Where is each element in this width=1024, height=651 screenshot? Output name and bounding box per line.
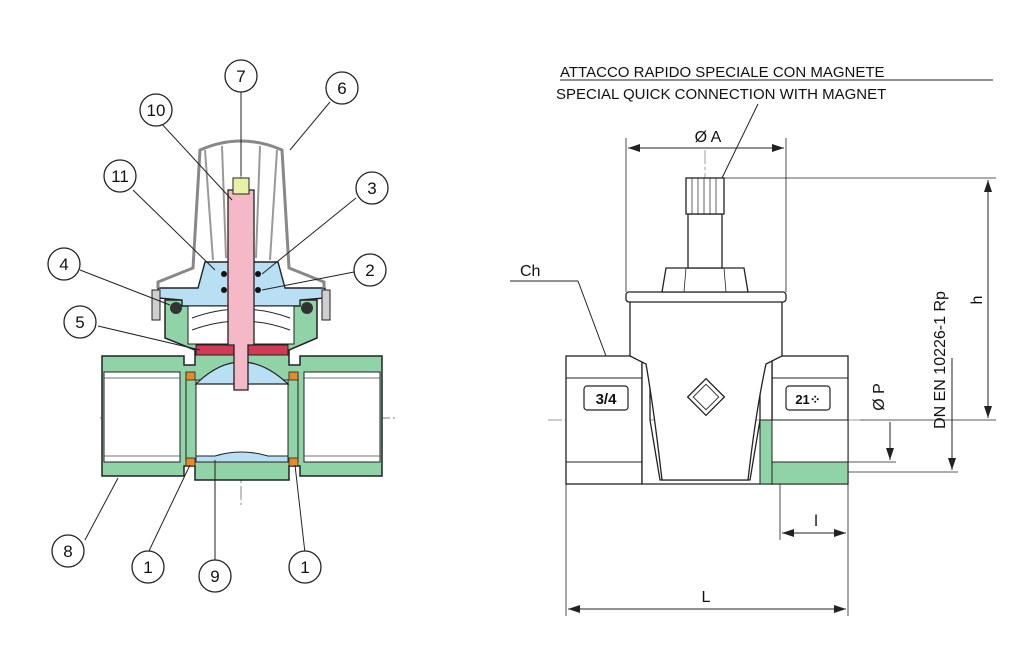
svg-text:1: 1	[143, 558, 152, 577]
svg-text:3: 3	[367, 179, 376, 198]
balloon-4: 4	[47, 247, 81, 281]
svg-text:5: 5	[75, 313, 84, 332]
size-mark	[583, 385, 629, 411]
oring-4-right	[301, 302, 313, 314]
svg-text:4: 4	[59, 255, 68, 274]
svg-text:10: 10	[147, 101, 166, 120]
manufacturer-logo	[686, 377, 726, 417]
svg-text:9: 9	[210, 567, 219, 586]
oring-left-bottom	[185, 457, 196, 467]
section-view: 1 1 2 3 4 5 6 7	[47, 59, 395, 593]
svg-text:1: 1	[300, 558, 309, 577]
body-section-cut	[771, 461, 849, 485]
header-it: ATTACCO RAPIDO SPECIALE CON MAGNETE	[560, 64, 885, 81]
oring-4-left	[170, 302, 182, 314]
svg-text:6: 6	[337, 79, 346, 98]
code-mark	[785, 385, 831, 411]
stem	[227, 189, 255, 391]
svg-text:3/4: 3/4	[596, 391, 618, 408]
balloon-6: 6	[325, 71, 359, 105]
oring-left-top	[185, 371, 196, 381]
header-en: SPECIAL QUICK CONNECTION WITH MAGNET	[556, 86, 886, 103]
oring-right-top	[288, 371, 299, 381]
balloon-10: 10	[139, 93, 173, 127]
bottom-insert	[195, 451, 289, 463]
balloon-3: 3	[355, 171, 389, 205]
balloon-2: 2	[353, 253, 387, 287]
svg-text:21⁘: 21⁘	[795, 392, 820, 407]
dimension-view: ATTACCO RAPIDO SPECIALE CON MAGNETE SPEC…	[510, 64, 996, 616]
dim-diameter-a: Ø A	[695, 129, 722, 146]
balloon-9: 9	[198, 559, 232, 593]
dim-ch: Ch	[520, 263, 540, 280]
dim-diameter-p: Ø P	[871, 383, 888, 411]
balloon-8: 8	[51, 534, 85, 568]
svg-text:8: 8	[63, 542, 72, 561]
oring-right-bottom	[288, 457, 299, 467]
svg-text:2: 2	[365, 261, 374, 280]
balloon-7: 7	[224, 59, 258, 93]
svg-text:11: 11	[111, 167, 129, 186]
magnet	[232, 177, 250, 195]
dim-l-small: l	[814, 513, 818, 530]
balloon-1a: 1	[131, 550, 165, 584]
dim-l-total: L	[702, 589, 711, 606]
dim-h: h	[969, 296, 986, 305]
svg-text:7: 7	[236, 67, 245, 86]
balloon-5: 5	[63, 305, 97, 339]
balloon-1b: 1	[288, 550, 322, 584]
balloon-11: 11	[103, 159, 137, 193]
dim-thread-std: DN EN 10226-1 Rp	[932, 291, 949, 429]
